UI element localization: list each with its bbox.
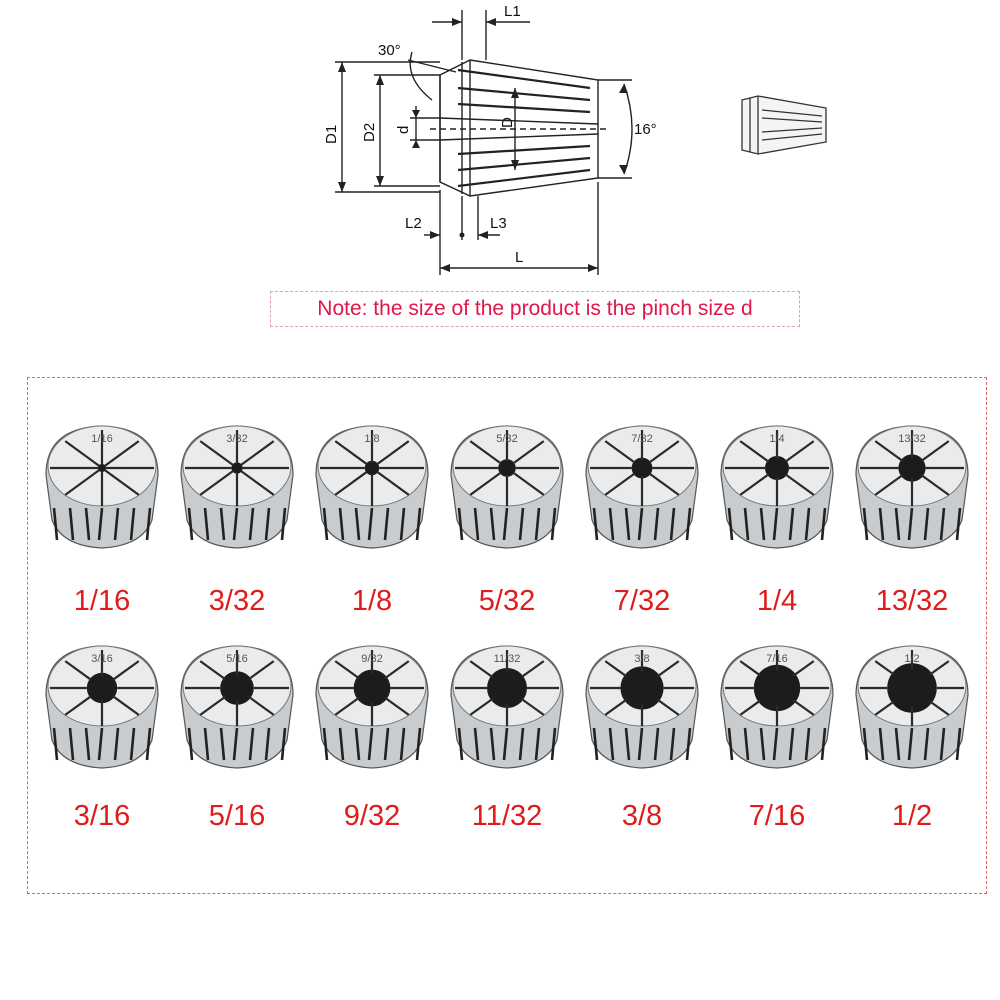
collet-size-label: 11/32	[471, 800, 543, 832]
engraved-size-text: 3/8	[634, 653, 649, 665]
collet-size-label: 3/16	[73, 800, 131, 832]
collet-size-label: 1/16	[73, 585, 131, 617]
L3-label: L3	[490, 215, 507, 232]
collet-image: 5/16	[173, 640, 301, 770]
engraved-size-text: 3/16	[91, 653, 112, 665]
engraved-size-text: 1/4	[769, 433, 784, 445]
engraved-size-text: 7/32	[631, 433, 652, 445]
L1-label: L1	[504, 3, 521, 20]
collet-side-view-icon	[741, 95, 827, 155]
d-label: d	[395, 126, 412, 134]
engraved-size-text: 9/32	[361, 653, 382, 665]
note-text: Note: the size of the product is the pin…	[317, 297, 753, 320]
D1-label: D1	[323, 125, 340, 144]
collet-size-label: 1/4	[756, 585, 798, 617]
collet-image: 11/32	[443, 640, 571, 770]
engraved-size-text: 1/2	[904, 653, 919, 665]
engraved-size-text: 1/16	[91, 433, 112, 445]
angle-16-label: 16°	[634, 121, 657, 138]
collet-size-label: 1/2	[891, 800, 933, 832]
collet-size-label: 7/32	[613, 585, 671, 617]
angle-30-label: 30°	[378, 42, 401, 59]
engraved-size-text: 5/16	[226, 653, 247, 665]
collet-size-label: 13/32	[875, 585, 949, 617]
collet-image: 1/2	[848, 640, 976, 770]
collet-image: 5/32	[443, 420, 571, 550]
engraved-size-text: 5/32	[496, 433, 517, 445]
collet-grid-panel	[27, 377, 987, 894]
collet-size-label: 5/16	[208, 800, 266, 832]
engraved-size-text: 11/32	[494, 653, 521, 665]
collet-image: 1/8	[308, 420, 436, 550]
note-box: Note: the size of the product is the pin…	[270, 291, 800, 327]
collet-image: 7/32	[578, 420, 706, 550]
collet-image: 3/8	[578, 640, 706, 770]
collet-size-label: 7/16	[748, 800, 806, 832]
D-label: D	[499, 117, 516, 128]
D2-label: D2	[361, 123, 378, 142]
collet-image: 13/32	[848, 420, 976, 550]
collet-body-outline	[439, 59, 599, 197]
collet-image: 7/16	[713, 640, 841, 770]
collet-image: 3/32	[173, 420, 301, 550]
collet-image: 9/32	[308, 640, 436, 770]
collet-size-label: 1/8	[351, 585, 393, 617]
collet-size-label: 3/32	[208, 585, 266, 617]
collet-image: 1/16	[38, 420, 166, 550]
engraved-size-text: 3/32	[226, 433, 247, 445]
engraved-size-text: 1/8	[364, 433, 379, 445]
collet-size-label: 3/8	[621, 800, 663, 832]
collet-size-label: 9/32	[343, 800, 401, 832]
collet-image: 1/4	[713, 420, 841, 550]
collet-size-label: 5/32	[478, 585, 536, 617]
L-label: L	[515, 249, 523, 266]
collet-dimension-diagram: 30° 16° L1 L2 L3 L D1 D2 d D	[323, 3, 827, 275]
collet-image: 3/16	[38, 640, 166, 770]
L2-label: L2	[405, 215, 422, 232]
engraved-size-text: 13/32	[898, 433, 926, 445]
engraved-size-text: 7/16	[766, 653, 787, 665]
